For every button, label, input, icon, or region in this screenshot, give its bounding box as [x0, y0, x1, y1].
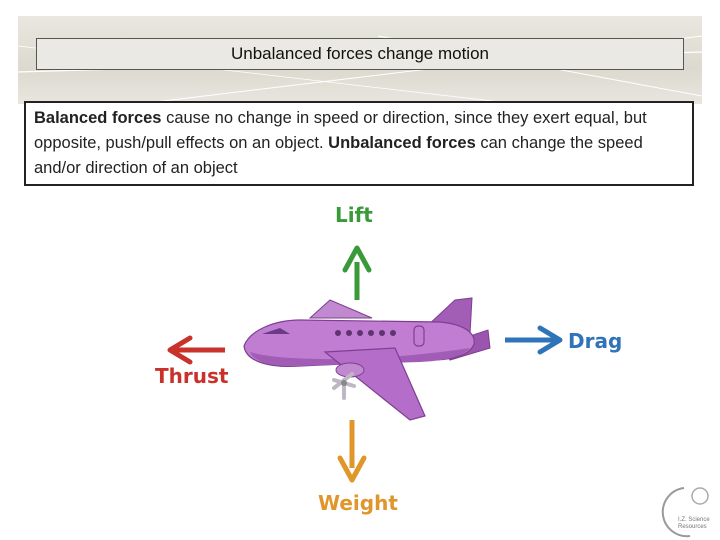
- drag-arrow: [505, 325, 563, 355]
- weight-label: Weight: [318, 491, 398, 515]
- text-part-2: can change the speed and/or direction of…: [34, 134, 643, 177]
- thrust-label: Thrust: [155, 364, 229, 388]
- term-unbalanced: Unbalanced forces: [328, 134, 476, 152]
- logo-icon: [661, 487, 709, 538]
- lift-arrow: [342, 245, 372, 300]
- weight-arrow: [337, 420, 367, 483]
- text-part-1: cause no change in speed or direction, s…: [34, 109, 647, 152]
- term-balanced: Balanced forces: [34, 109, 162, 127]
- slide-title: Unbalanced forces change motion: [36, 38, 684, 70]
- logo-text: I.Z. Science Resources: [678, 517, 710, 530]
- explanation-text: Balanced forces cause no change in speed…: [24, 101, 694, 186]
- drag-label: Drag: [568, 329, 622, 353]
- thrust-arrow: [167, 335, 225, 365]
- airplane-illustration: [243, 297, 491, 421]
- lift-label: Lift: [335, 203, 373, 227]
